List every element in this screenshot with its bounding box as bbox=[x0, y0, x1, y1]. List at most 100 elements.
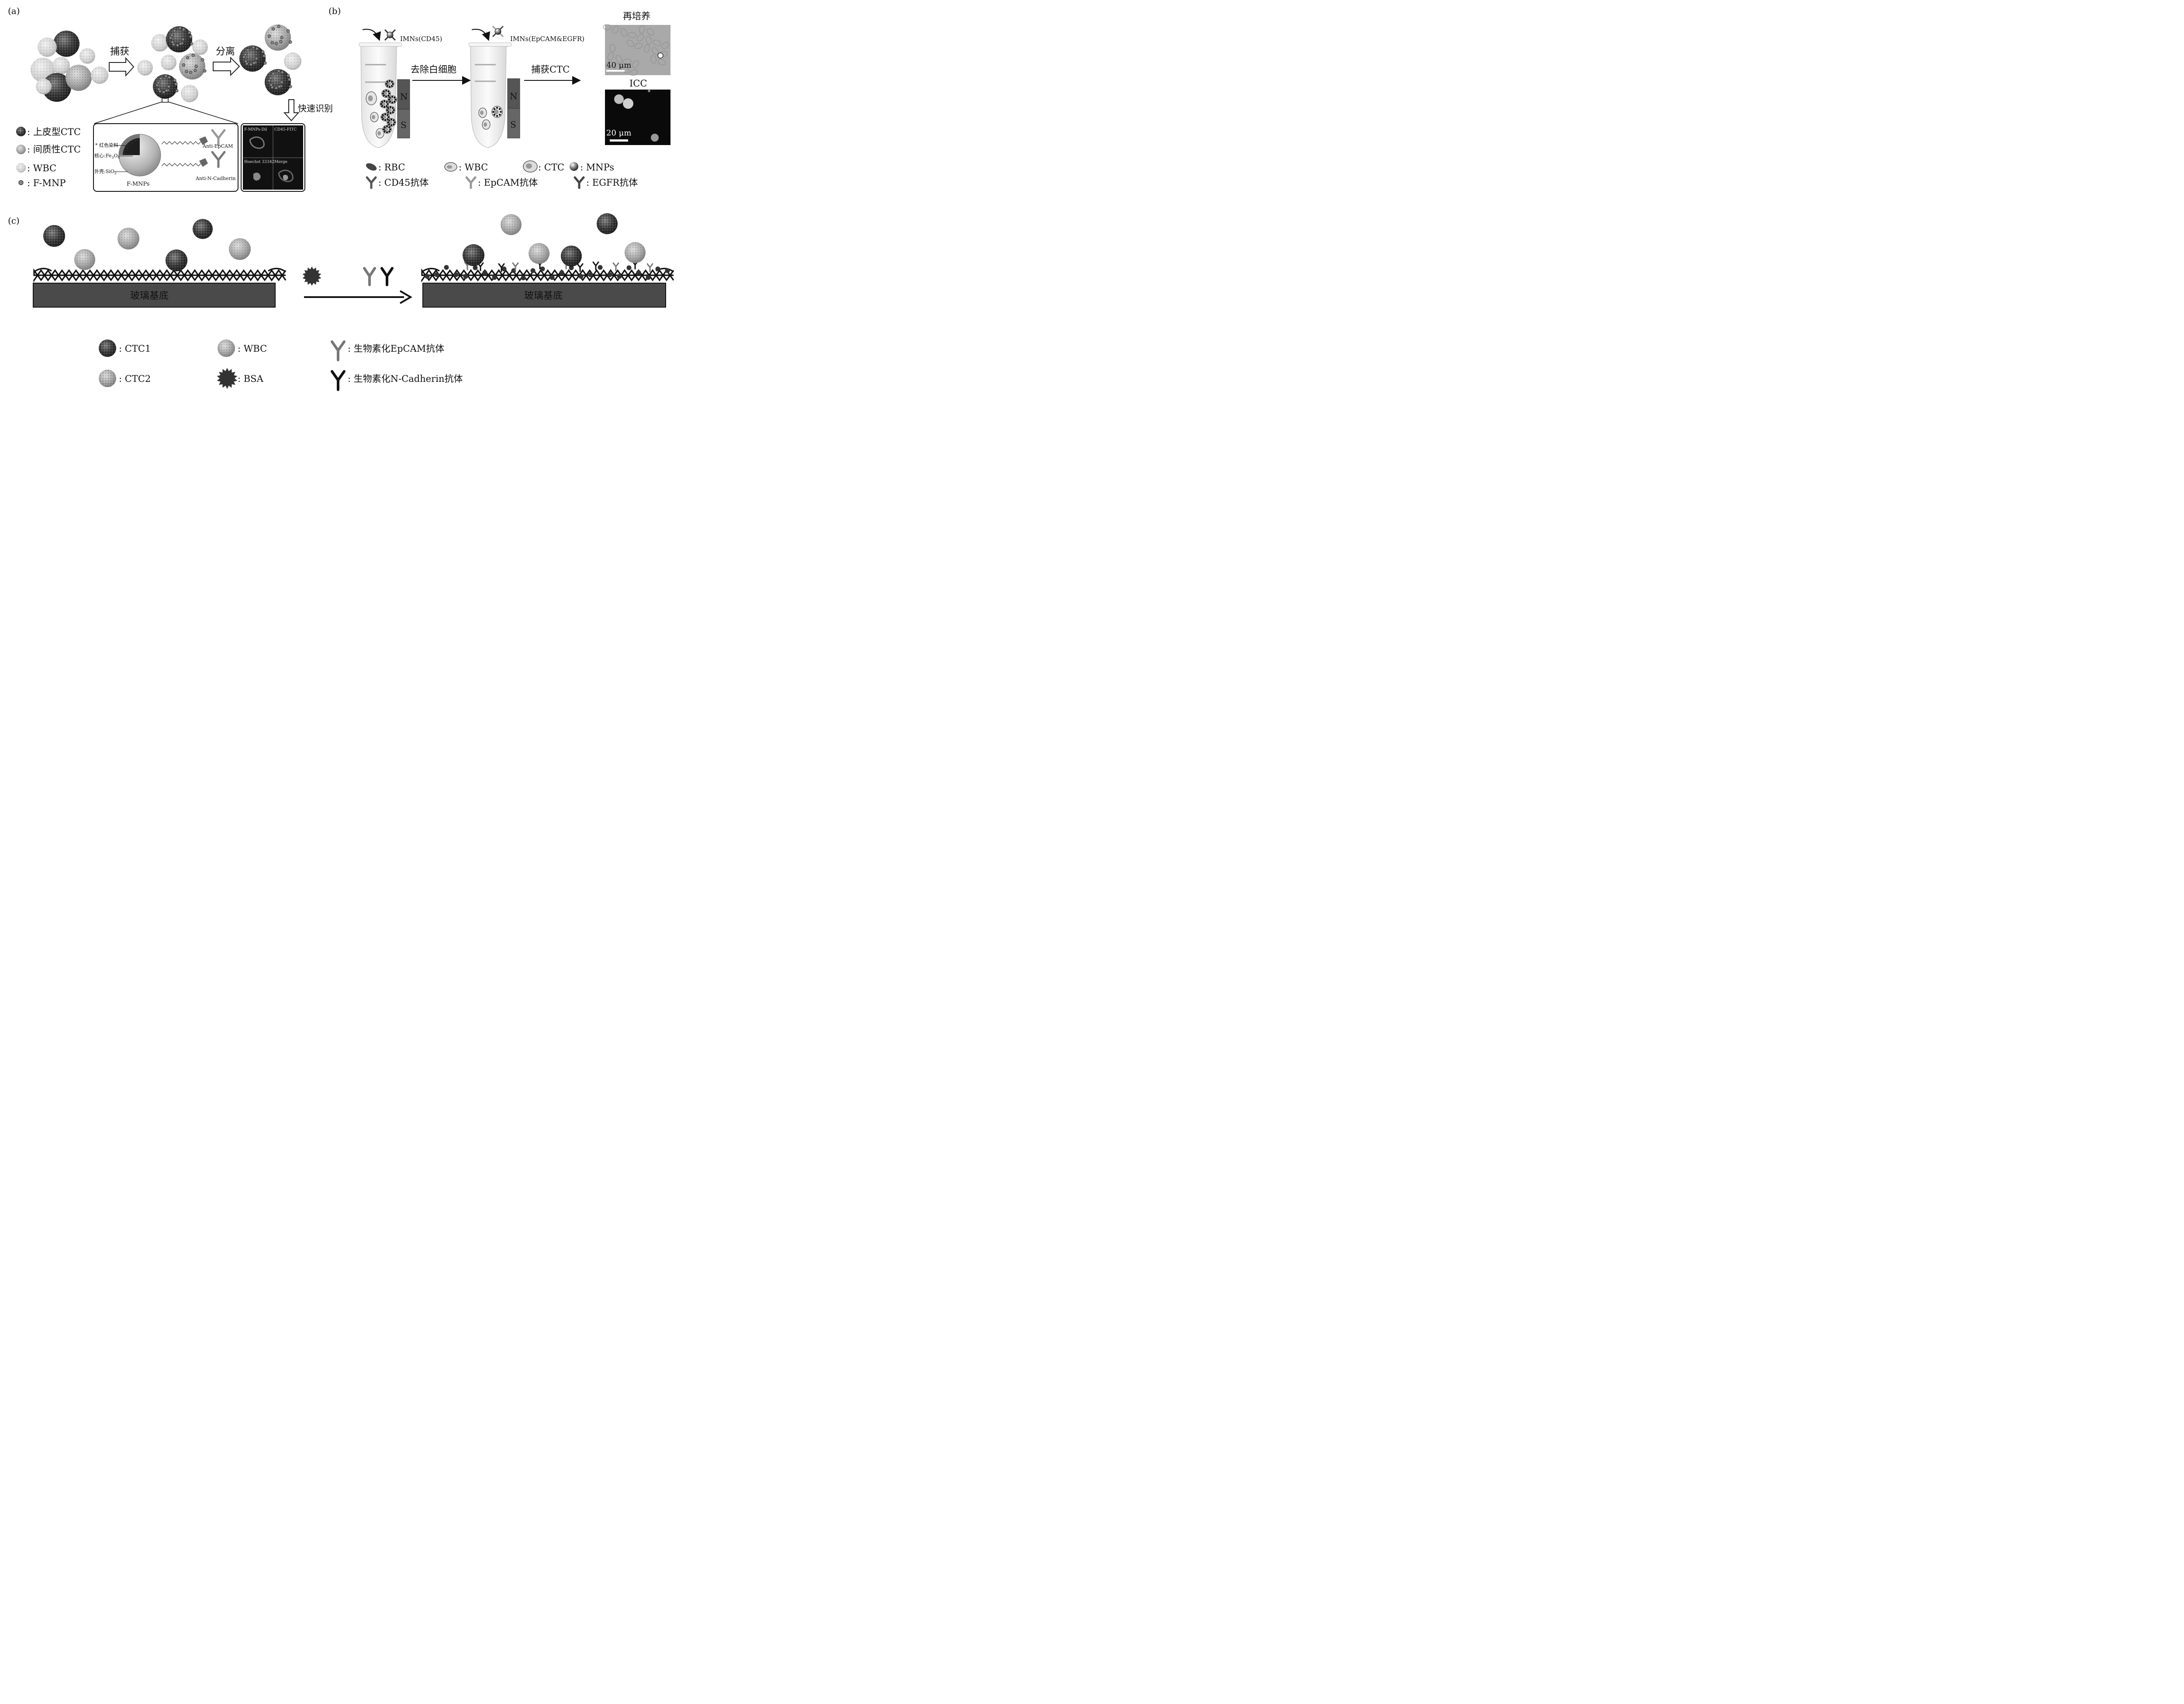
zoom-line-right bbox=[168, 101, 238, 124]
anti-n-cadherin-label: Anti-N-Cadherin bbox=[195, 176, 236, 181]
wbc-with-beads bbox=[386, 106, 395, 114]
f-mnp-bead bbox=[187, 31, 191, 35]
legend-rbc-icon bbox=[366, 163, 377, 171]
f-mnp-bead bbox=[269, 76, 273, 80]
bsa-star bbox=[302, 267, 321, 286]
wbc-with-beads bbox=[385, 80, 394, 88]
f-mnp-bead bbox=[280, 80, 283, 84]
bsa-molecule bbox=[530, 268, 536, 273]
f-mnp-bead bbox=[279, 40, 283, 43]
f-mnp-bead bbox=[261, 50, 265, 54]
f-mnp-bead bbox=[274, 42, 278, 45]
wbc-cell bbox=[370, 112, 379, 122]
f-mnp-bead bbox=[178, 26, 182, 30]
f-mnp-bead bbox=[255, 47, 259, 51]
imn-epcam-egfr-particle bbox=[492, 25, 504, 38]
legend-ctc-b: : CTC bbox=[538, 162, 564, 173]
f-mnp-bead bbox=[173, 29, 176, 33]
bsa-molecule bbox=[434, 272, 439, 277]
tube-1 bbox=[359, 42, 402, 148]
wbc-cell bbox=[482, 119, 491, 130]
core-label: 核心:Fe3O4 bbox=[94, 152, 120, 159]
legend-biotin-epcam-icon bbox=[331, 340, 346, 361]
legend-cd45-antibody: : CD45抗体 bbox=[378, 177, 429, 188]
f-mnp-bead bbox=[170, 34, 174, 37]
imns-epcam-egfr-label: IMNs(EpCAM&EGFR) bbox=[510, 35, 584, 43]
anti-epcam-antibody bbox=[211, 129, 226, 146]
remove-wbc-label: 去除白细胞 bbox=[411, 64, 456, 75]
legend-wbc-b: : WBC bbox=[459, 162, 488, 173]
captured-cell bbox=[137, 60, 153, 76]
f-mnp-bead bbox=[194, 65, 198, 68]
free-cell bbox=[117, 228, 139, 249]
wbc-with-beads bbox=[380, 100, 389, 108]
left-fiber-network bbox=[33, 267, 287, 283]
surface-antibody bbox=[646, 263, 653, 272]
separate-label: 分离 bbox=[216, 46, 235, 57]
free-cell bbox=[43, 225, 65, 247]
separated-cell bbox=[284, 52, 301, 70]
f-mnp-bead bbox=[271, 27, 275, 31]
legend-ctc2: : CTC2 bbox=[119, 374, 151, 384]
captured-cell bbox=[501, 214, 522, 235]
f-mnp-bead bbox=[289, 85, 292, 88]
bsa-molecule bbox=[646, 275, 651, 280]
reculture-micrograph: 40 μm bbox=[603, 24, 670, 76]
input-cell bbox=[91, 66, 108, 84]
icc-micrograph: 20 μm bbox=[605, 90, 670, 145]
surface-antibody bbox=[592, 261, 599, 270]
f-mnp-bead bbox=[249, 62, 253, 66]
dye-molecule-top bbox=[199, 136, 208, 145]
f-mnp-bead bbox=[182, 63, 186, 67]
right-fiber-network bbox=[421, 267, 674, 283]
panel-c: (c) 玻璃基底 玻璃基底 bbox=[8, 213, 674, 391]
imn-cd45-particle bbox=[384, 29, 396, 41]
f-mnp-bead bbox=[267, 79, 271, 83]
f-mnp-bead bbox=[280, 70, 284, 74]
bsa-molecule bbox=[521, 275, 526, 281]
f-mnp-bead bbox=[179, 42, 182, 45]
f-mnp-bead bbox=[173, 79, 176, 82]
f-mnp-bead bbox=[271, 72, 275, 76]
f-mnp-bead bbox=[289, 40, 292, 44]
f-mnp-bead bbox=[200, 58, 204, 62]
f-mnp-bead bbox=[189, 35, 193, 38]
bsa-molecule bbox=[540, 267, 545, 272]
scale-bar-20 bbox=[610, 139, 628, 142]
f-mnp-bead bbox=[262, 54, 266, 58]
micro-cell-hoechst bbox=[253, 173, 261, 181]
zoom-source-box bbox=[162, 97, 169, 103]
bsa-molecule bbox=[549, 275, 555, 280]
free-cell bbox=[166, 249, 187, 271]
legend-biotin-n-cadherin-icon bbox=[331, 370, 346, 391]
wbc-with-beads bbox=[382, 125, 392, 134]
bsa-molecule bbox=[626, 265, 632, 270]
f-mnp-bead bbox=[181, 38, 185, 41]
input-cell bbox=[38, 38, 57, 57]
panel-b-label: (b) bbox=[328, 6, 341, 16]
magnet-1-s: S bbox=[401, 120, 407, 130]
panel-a-legend: : 上皮型CTC : 间质性CTC : WBC : F-MNP bbox=[16, 127, 81, 188]
tube-1-cells bbox=[366, 80, 397, 139]
f-mnp-bead bbox=[156, 81, 160, 85]
f-mnp-bead bbox=[270, 83, 273, 87]
magnet-1-n: N bbox=[400, 91, 408, 102]
f-mnp-bead bbox=[277, 85, 281, 88]
f-mnp-bead bbox=[203, 69, 207, 73]
add-reagent-arrow-2 bbox=[471, 29, 491, 41]
input-cell bbox=[53, 31, 79, 57]
bsa-molecule bbox=[607, 272, 612, 277]
micro-cell-dil bbox=[249, 136, 265, 149]
f-mnp-bead bbox=[252, 45, 255, 49]
f-mnp-bead bbox=[270, 41, 274, 45]
separate-arrow bbox=[213, 56, 240, 76]
identify-label: 快速识别 bbox=[298, 103, 333, 114]
captured-cell bbox=[166, 26, 194, 52]
micro-label-dil: F-MNPs-Dil bbox=[244, 128, 267, 132]
linker-chain-bottom bbox=[161, 163, 201, 166]
capture-label: 捕获 bbox=[110, 46, 129, 57]
bsa-molecule bbox=[492, 275, 497, 280]
scale-label-40: 40 μm bbox=[606, 61, 631, 70]
figure-canvas: (a) 捕获 分离 快速识别 bbox=[0, 0, 676, 393]
f-mnp-bead bbox=[165, 89, 168, 93]
